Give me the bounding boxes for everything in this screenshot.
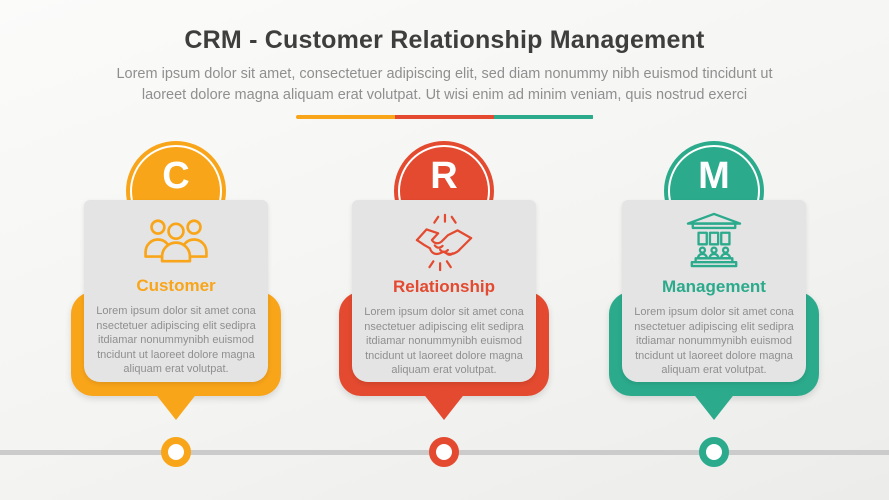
badge-letter: C [162, 155, 190, 197]
bubble-tail [422, 392, 466, 420]
bubble-tail [692, 392, 736, 420]
users-icon [143, 212, 209, 271]
dot [725, 389, 731, 395]
card-body: Lorem ipsum dolor sit amet cona nsectetu… [96, 305, 256, 375]
divider-segment-management [494, 115, 594, 119]
timeline-ring-relationship [429, 437, 459, 467]
divider-segment-relationship [394, 115, 495, 119]
timeline-ring-management [699, 437, 729, 467]
card-relationship: Relationship Lorem ipsum dolor sit amet … [352, 200, 536, 395]
card-title: Customer [136, 276, 216, 295]
dot [455, 389, 461, 395]
bubble-tail [154, 392, 198, 420]
page-subtitle-line-2: laoreet dolore magna aliquam erat volutp… [141, 87, 748, 103]
dots [159, 388, 193, 394]
column-customer: C Cus [71, 0, 281, 500]
card-title: Management [662, 277, 766, 296]
handshake-icon [413, 212, 475, 272]
dot [159, 388, 165, 394]
tricolor-divider [295, 115, 594, 119]
card-management: Management Lorem ipsum dolor sit amet co… [622, 200, 806, 395]
dots [427, 389, 461, 395]
dot [711, 389, 717, 395]
dot [173, 388, 179, 394]
dot [441, 389, 447, 395]
dots [697, 389, 731, 395]
timeline-ring-customer [161, 437, 191, 467]
dot [427, 389, 433, 395]
badge-letter: R [430, 155, 458, 197]
card-title: Relationship [392, 277, 495, 296]
card-body: Lorem ipsum dolor sit amet cona nsectetu… [634, 306, 794, 376]
dot [697, 389, 703, 395]
page-title: CRM - Customer Relationship Management [184, 26, 705, 54]
building-icon [683, 212, 745, 272]
card-body: Lorem ipsum dolor sit amet cona nsectetu… [364, 306, 524, 376]
column-management: M [609, 0, 819, 500]
divider-segment-customer [295, 115, 395, 119]
badge-letter: M [698, 155, 730, 197]
card-customer: Customer Lorem ipsum dolor sit amet cona… [84, 200, 268, 394]
page-subtitle: Lorem ipsum dolor sit amet, consectetuer… [0, 64, 889, 106]
dot [187, 388, 193, 394]
column-relationship: R Relationship Lorem ipsum dolor sit ame… [339, 0, 549, 500]
page-subtitle-line-1: Lorem ipsum dolor sit amet, consectetuer… [116, 66, 773, 82]
